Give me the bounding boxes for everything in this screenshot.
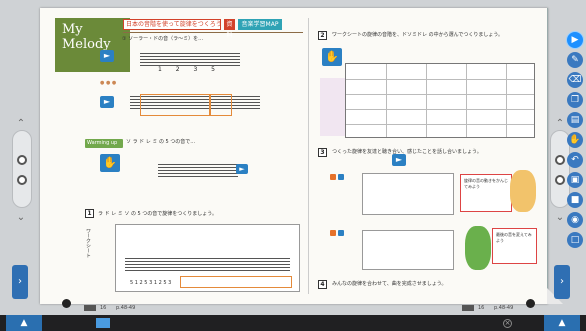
next-page-button[interactable]: › <box>554 265 570 299</box>
pages-icon[interactable] <box>96 318 110 328</box>
marker-icon <box>338 174 344 180</box>
section-3-text: つくった旋律を友達と聴き合い、感じたことを話し合いましょう。 <box>332 149 482 155</box>
audio-play-button-3[interactable]: ► <box>236 164 248 174</box>
character-illustration <box>510 170 536 212</box>
header-banner <box>55 18 130 72</box>
right-page-number: 16 <box>478 305 485 311</box>
footer-badge <box>462 305 474 311</box>
marker-icon <box>338 230 344 236</box>
right-page-range: p.48-49 <box>494 305 514 311</box>
ring-icon <box>555 155 565 165</box>
page-divider <box>308 18 309 294</box>
bottom-bar <box>0 315 586 331</box>
marker-icon <box>330 230 336 236</box>
pen-tool-icon[interactable]: ✎ <box>567 52 583 68</box>
callout-box-1: 旋律の音の動きをかんじてみよう <box>460 174 512 212</box>
step-label: ● ● ● <box>100 80 117 86</box>
worksheet-staff <box>125 258 290 271</box>
chevron-down-icon[interactable]: ⌄ <box>555 212 565 223</box>
section-1-text: ラ ド レ ミ ソ の 5 つの音で旋律をつくりましょう。 <box>98 211 218 217</box>
warming-up-label: Warming up <box>85 139 123 148</box>
section-2-text: ワークシートの旋律の音階を、ドソミドレ の中から選んでつくりましょう。 <box>332 32 504 38</box>
ring-icon <box>17 155 27 165</box>
pointer-tool-icon[interactable]: ▶ <box>567 32 583 48</box>
section-4-text: みんなの旋律を合わせて、曲を完成させましょう。 <box>332 281 447 287</box>
right-menu-up-button[interactable]: ▲ <box>544 315 580 331</box>
highlight-box <box>140 94 210 116</box>
page-marker-right[interactable] <box>526 299 535 308</box>
melody-table[interactable] <box>345 63 535 138</box>
audio-play-button[interactable]: ► <box>100 50 114 62</box>
left-page-handle[interactable] <box>12 130 32 208</box>
hand-tool-icon[interactable]: ✋ <box>567 132 583 148</box>
footer-badge <box>84 305 96 311</box>
textbook-spread: My Melody 日本の音階を使って旋律をつくろう 資料 音楽学習MAP ① … <box>40 8 563 304</box>
score-thumbnail-1[interactable] <box>362 173 454 215</box>
note-numbers: 1 2 3 5 <box>158 66 221 73</box>
ring-icon <box>17 175 27 185</box>
left-menu-up-button[interactable]: ▲ <box>6 315 42 331</box>
section-number: 4 <box>318 280 327 289</box>
zoom-tool-icon[interactable]: ▣ <box>567 172 583 188</box>
lesson-title: 日本の音階を使って旋律をつくろう <box>123 19 221 30</box>
section-number: 2 <box>318 31 327 40</box>
left-page-number: 16 <box>100 305 107 311</box>
undo-tool-icon[interactable]: ↶ <box>567 152 583 168</box>
prev-page-button[interactable]: › <box>12 265 28 299</box>
answer-row[interactable] <box>180 276 292 288</box>
marker-icon <box>330 174 336 180</box>
character-illustration-2 <box>465 226 491 270</box>
instruction-text: ① ソーラー・ドの音（ラ～ミ）を… <box>122 36 204 42</box>
close-icon[interactable]: × <box>503 319 512 328</box>
left-page-range: p.48-49 <box>116 305 136 311</box>
section-number: 1 <box>85 209 94 218</box>
score-thumbnail-2[interactable] <box>362 230 454 270</box>
page-marker-left[interactable] <box>62 299 71 308</box>
eraser-tool-icon[interactable]: ⌫ <box>567 72 583 88</box>
resource-tag[interactable]: 資料 <box>224 19 235 39</box>
callout-box-2: 最後の音を変えてみよう <box>492 228 537 264</box>
tool-palette: ▶ ✎ ⌫ ❐ ▤ ✋ ↶ ▣ ■ ◉ □ <box>566 32 584 272</box>
copy-tool-icon[interactable]: ❐ <box>567 92 583 108</box>
audio-play-button-4[interactable]: ► <box>392 154 406 166</box>
section-number: 3 <box>318 148 327 157</box>
page-tool-icon[interactable]: □ <box>567 232 583 248</box>
score-label: 5 1 2 5 3 1 2 5 3 <box>130 280 172 286</box>
music-staff-2 <box>130 96 260 109</box>
mask-tool-icon[interactable]: ■ <box>567 192 583 208</box>
right-page-handle[interactable] <box>550 130 570 208</box>
music-staff <box>140 53 240 66</box>
chevron-up-icon[interactable]: ⌃ <box>555 118 565 129</box>
ring-icon <box>555 175 565 185</box>
map-tag[interactable]: 音楽学習MAP <box>238 19 282 30</box>
hand-activity-icon[interactable]: ✋ <box>322 48 342 66</box>
table-side-label <box>320 78 345 136</box>
warming-up-text: ソ ラ ド レ ミ の 5 つの音で… <box>126 139 196 145</box>
music-staff-3 <box>158 164 238 177</box>
camera-tool-icon[interactable]: ◉ <box>567 212 583 228</box>
hand-activity-icon[interactable]: ✋ <box>100 154 120 172</box>
book-tool-icon[interactable]: ▤ <box>567 112 583 128</box>
highlight-box-2 <box>210 94 232 116</box>
chevron-down-icon[interactable]: ⌄ <box>16 212 26 223</box>
audio-play-button-2[interactable]: ► <box>100 96 114 108</box>
chevron-up-icon[interactable]: ⌃ <box>16 118 26 129</box>
worksheet-label: ワークシート <box>85 228 91 258</box>
page-title: My Melody <box>62 22 111 52</box>
header-rule <box>123 32 303 33</box>
